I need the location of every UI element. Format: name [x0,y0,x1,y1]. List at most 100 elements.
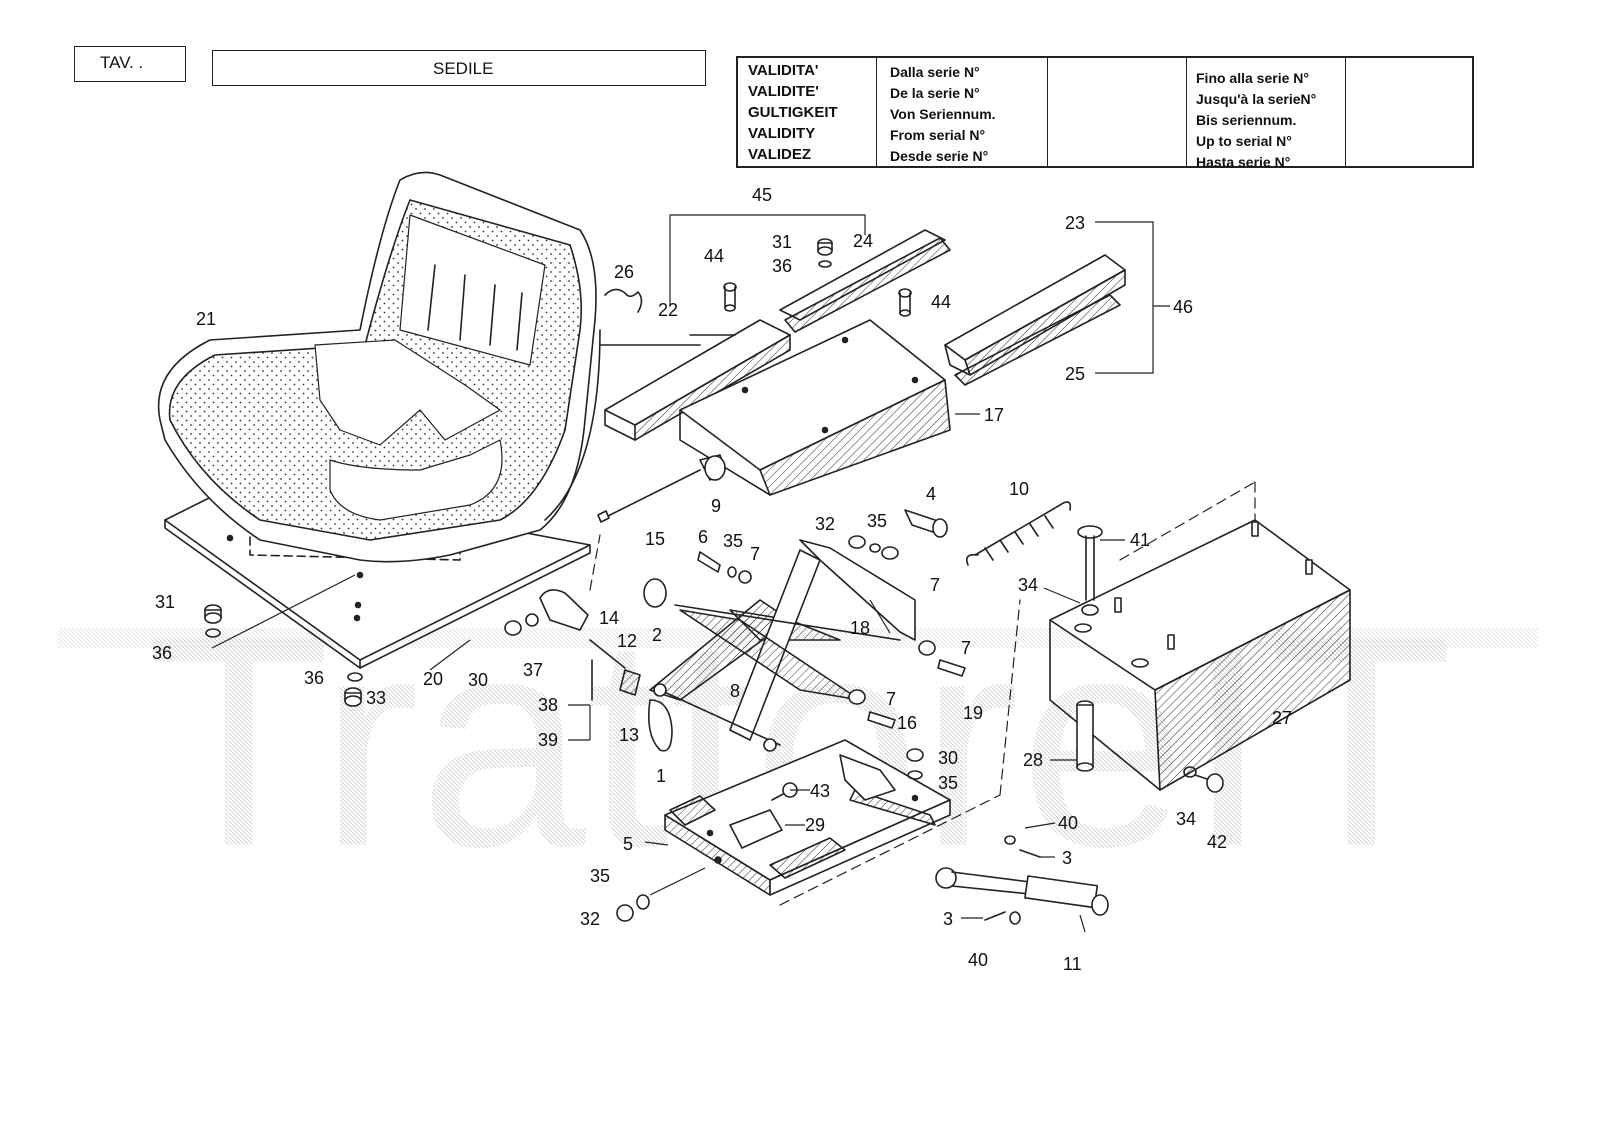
validity-labels: VALIDITA' VALIDITE' GULTIGKEIT VALIDITY … [748,60,838,165]
callout-label: 30 [468,670,488,690]
callout-label: 28 [1023,750,1043,770]
callout-label: 9 [711,496,721,516]
callout-label: 12 [617,631,637,651]
callout-label: 40 [968,950,988,970]
callout-label: 5 [623,834,633,854]
callout-label: 36 [304,668,324,688]
callout-label: 45 [752,185,772,205]
callout-label: 36 [152,643,172,663]
to-serial-label: Jusqu'à la serieN° [1196,91,1317,107]
support-bracket [1049,519,1351,791]
spring-10 [965,501,1072,566]
callout-label: 46 [1173,297,1193,317]
callout-label: 3 [943,909,953,929]
callout-label: 39 [538,730,558,750]
callout-label: 7 [961,638,971,658]
lever-assembly [539,589,673,752]
callout-label: 29 [805,815,825,835]
callout-label: 8 [730,681,740,701]
validity-label: VALIDITE' [748,83,819,100]
callout-label: 25 [1065,364,1085,384]
callout-label: 40 [1058,813,1078,833]
from-serial-labels: Dalla serie N° De la serie N° Von Serien… [890,62,996,167]
nut-31-36-left [204,604,363,707]
to-serial-label: Hasta serie N° [1196,154,1291,170]
callout-label: 41 [1130,530,1150,550]
bolt-34-42 [1183,766,1224,793]
callout-label: 2 [652,625,662,645]
callout-label: 22 [658,300,678,320]
adjuster-shaft [597,454,726,523]
bolt-44-b [898,288,912,317]
validity-table [736,56,1474,168]
callout-label: 34 [1018,575,1038,595]
bolt-44-a [723,282,737,312]
seat-cushion [157,171,601,563]
callout-label: 7 [750,544,760,564]
from-serial-label: Dalla serie N° [890,64,980,80]
callout-label: 4 [926,484,936,504]
validity-divider-3 [1186,56,1187,168]
washer-nut-group-upper [697,535,899,584]
validity-divider-1 [876,56,877,168]
callout-label: 37 [523,660,543,680]
nut-30-37 [504,613,539,636]
pin-4 [904,509,948,538]
tav-box [74,46,186,82]
validity-label: VALIDITA' [748,62,819,79]
callout-label: 20 [423,669,443,689]
callout-label: 21 [196,309,216,329]
callout-label: 33 [366,688,386,708]
callout-label: 35 [723,531,743,551]
from-serial-label: Desde serie N° [890,148,989,164]
callout-label: 16 [897,713,917,733]
callout-label: 7 [930,575,940,595]
bolt-41 [1077,525,1103,616]
slide-rail-left [599,319,791,441]
nut-35-32-bottom [616,894,650,922]
to-serial-label: Bis seriennum. [1196,112,1297,128]
callout-label: 31 [772,232,792,252]
seat-support-box [679,319,951,496]
page-title: SEDILE [433,59,494,78]
validity-divider-4 [1345,56,1346,168]
callout-label: 17 [984,405,1004,425]
validity-label: VALIDEZ [748,146,812,163]
base-plate [664,739,951,896]
callout-label: 19 [963,703,983,723]
callout-label: 11 [1063,954,1082,974]
callout-label: 26 [614,262,634,282]
callout-labels: 45 31 24 36 26 44 44 22 23 46 25 21 17 9… [152,185,1292,974]
callout-label: 27 [1272,708,1292,728]
callout-label: 44 [931,292,951,312]
from-serial-label: De la serie N° [890,85,980,101]
slide-rail-right-upper [779,229,951,333]
callout-label: 34 [1176,809,1196,829]
callout-label: 32 [580,909,600,929]
title-box [212,50,706,86]
pins-3-40 [984,835,1041,925]
callout-label: 35 [938,773,958,793]
callout-label: 15 [645,529,665,549]
callout-label: 23 [1065,213,1085,233]
callout-label: 35 [590,866,610,886]
callout-label: 32 [815,514,835,534]
callout-label: 24 [853,231,873,251]
callout-label: 3 [1062,848,1072,868]
callout-label: 44 [704,246,724,266]
validity-divider-2 [1047,56,1048,168]
validity-label: GULTIGKEIT [748,104,838,121]
to-serial-labels: Fino alla serie N° Jusqu'à la serieN° Bi… [1196,68,1316,173]
spring-26 [604,288,643,313]
from-serial-label: Von Seriennum. [890,106,996,122]
tav-label: TAV. . [100,53,144,72]
callout-label: 14 [599,608,619,628]
to-serial-label: Up to serial N° [1196,133,1292,149]
slide-rail-right-outer [944,254,1126,386]
from-serial-label: From serial N° [890,127,986,143]
callout-label: 36 [772,256,792,276]
nut-31-top [817,238,833,268]
nut-30-35-lower [906,748,924,780]
